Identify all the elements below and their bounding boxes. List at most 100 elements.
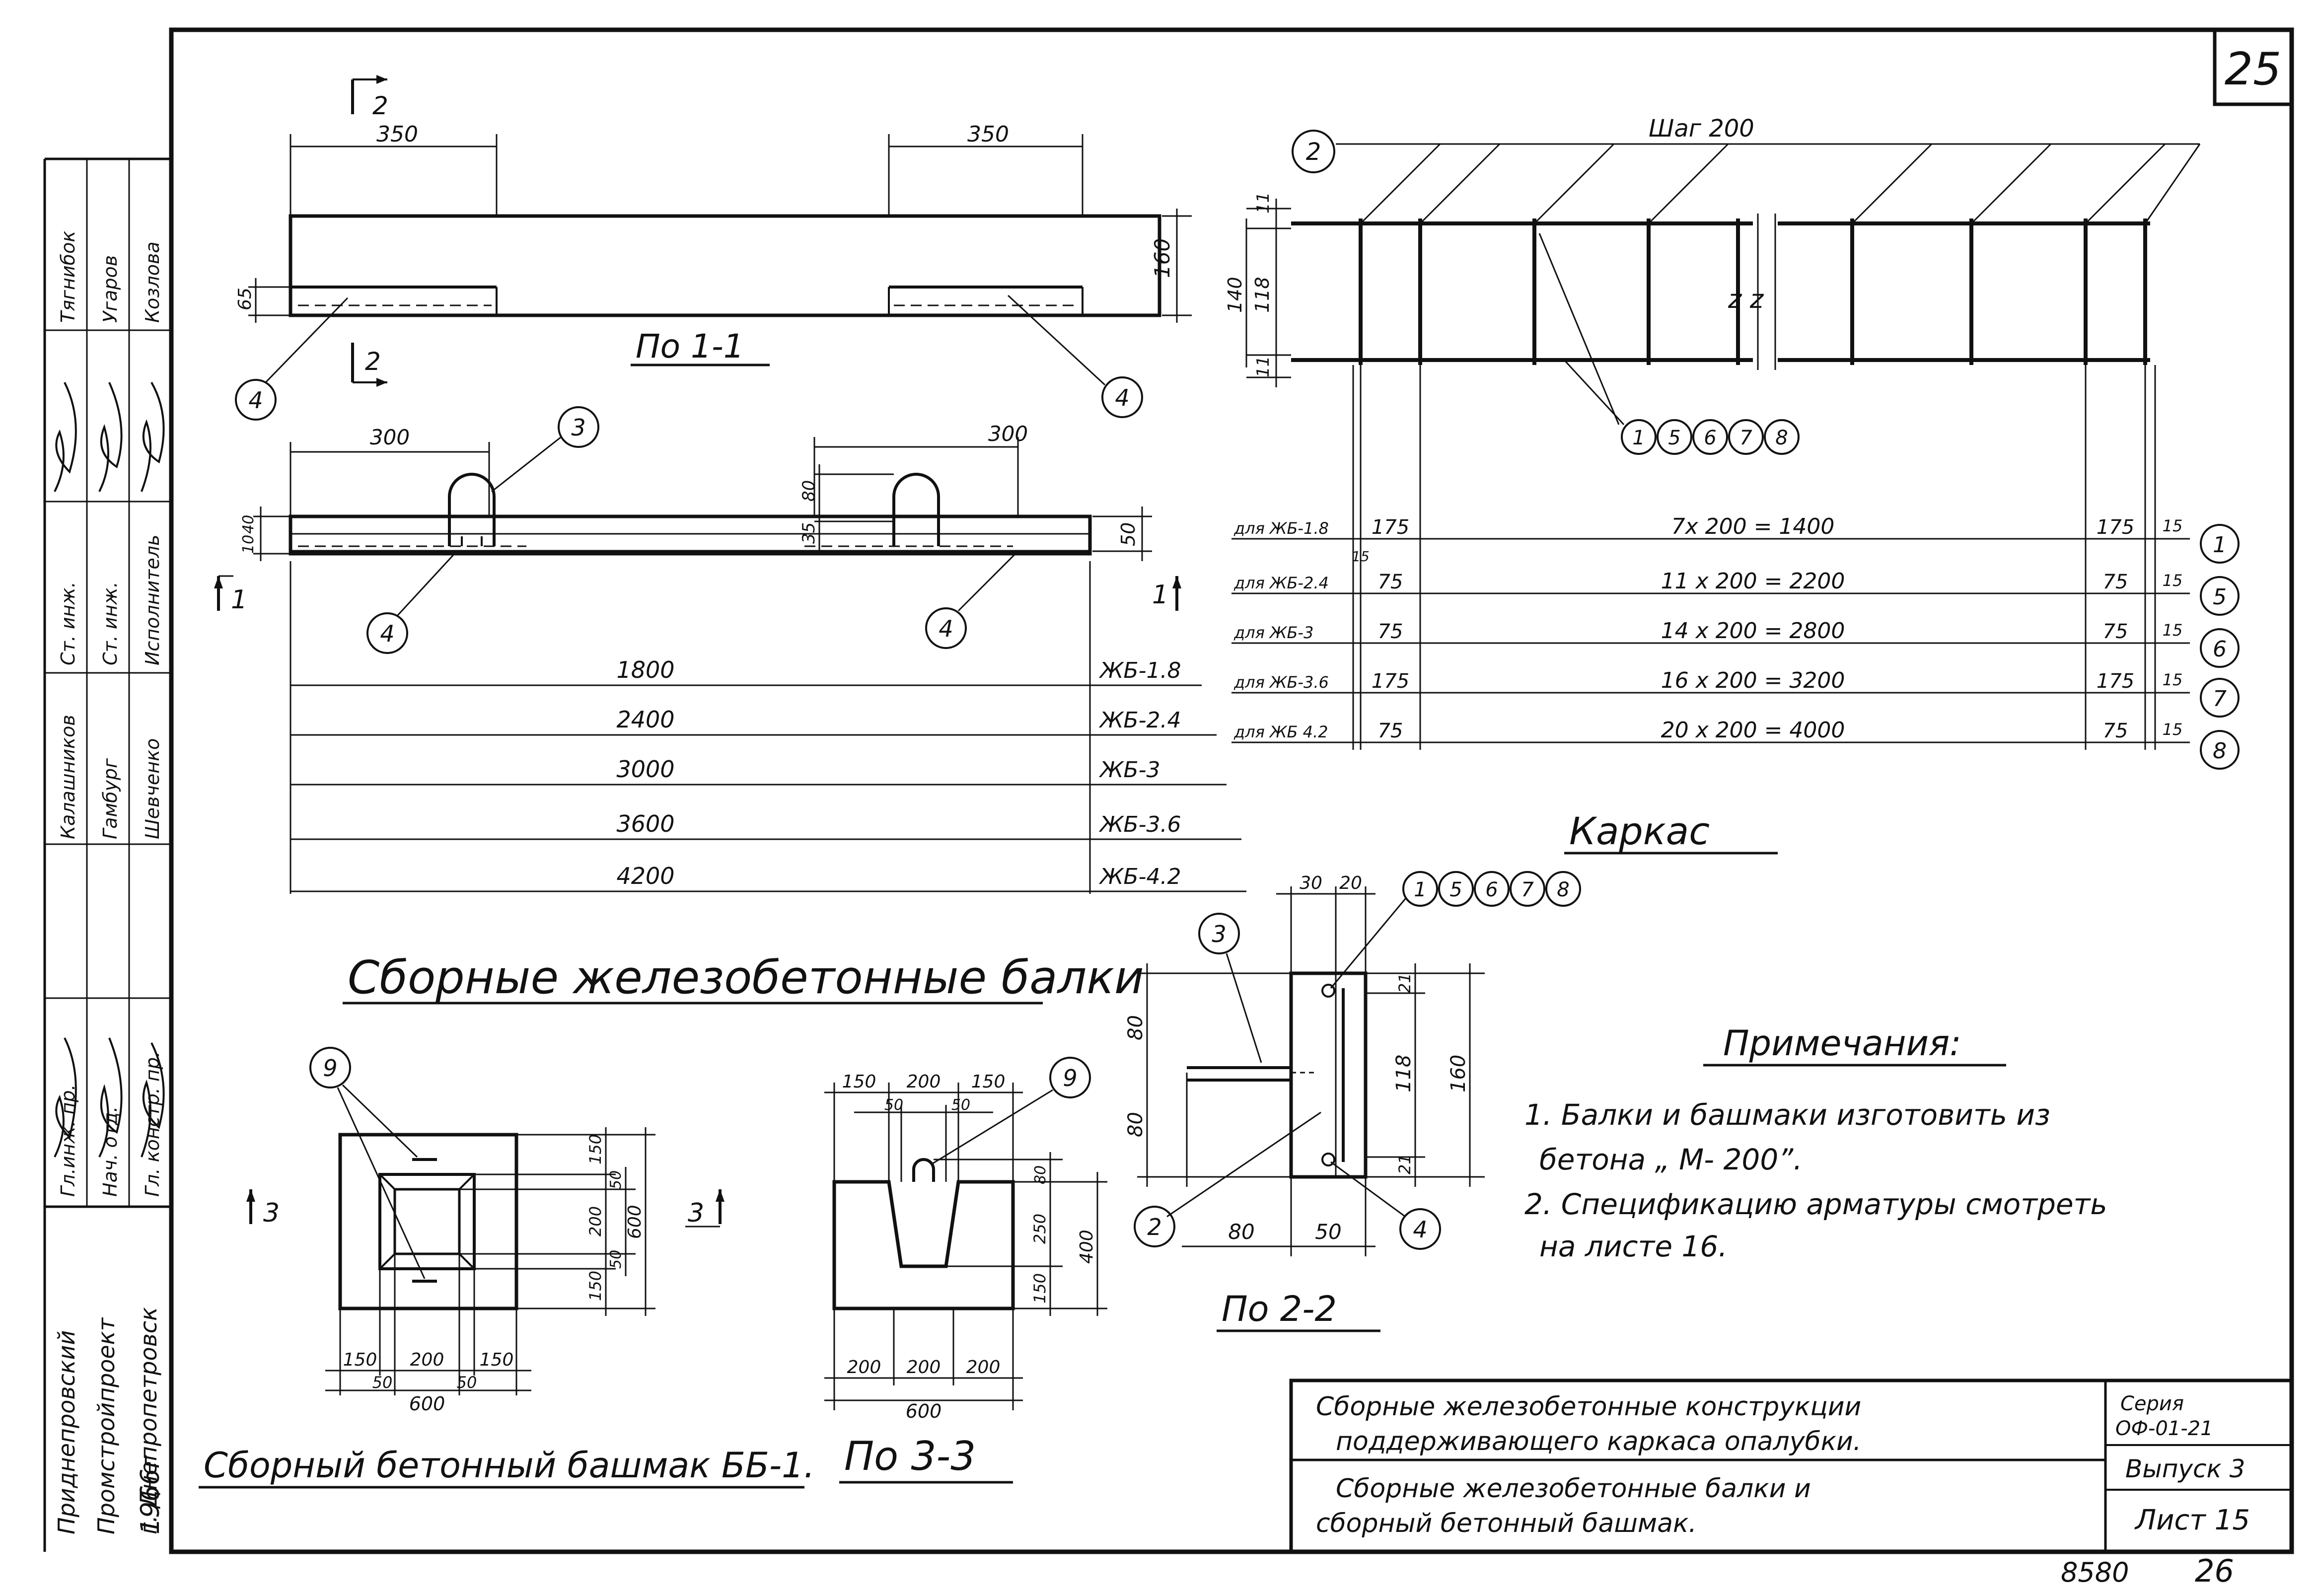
plan-dim-300-left: 300: [370, 425, 410, 449]
footer-code: 8580: [2061, 1557, 2129, 1588]
cage-row-2-label: для ЖБ-2.4: [1233, 574, 1329, 592]
shoe-sec-dim-b-200-2: 200: [907, 1357, 941, 1378]
cage-step-label: Шаг 200: [1649, 115, 1754, 143]
shoe-sec-dim-t-150-right: 150: [971, 1072, 1006, 1092]
stamp-role-2: Нач. отд.: [99, 1106, 121, 1197]
mark-jb-3: ЖБ-3: [1098, 757, 1160, 783]
shoe-section-callout-9: 9: [1063, 1065, 1077, 1091]
elev-callout-4-left: 4: [248, 387, 263, 414]
s22-bar-callout-1: 1: [1414, 878, 1426, 901]
shoe-sec-dim-t-150-left: 150: [842, 1072, 876, 1092]
cage-row-5-c: 15: [2163, 720, 2183, 739]
cage-extra-15: 15: [1352, 548, 1370, 565]
cage-row-4-n: 7: [2213, 686, 2227, 712]
shoe-sec-dim-r-150: 150: [1030, 1273, 1049, 1304]
cage-callout-2: 2: [1306, 138, 1321, 166]
cage-bar-callout-6: 6: [1704, 427, 1716, 449]
sheet-frame: [169, 27, 2294, 1554]
s22-dim-80-top: 80: [1124, 1015, 1147, 1040]
shoe-plan-dim-r-200: 200: [586, 1206, 605, 1236]
elev-dim-350-right: 350: [967, 122, 1009, 147]
cage-bar-callout-1: 1: [1632, 427, 1645, 449]
stamp-name-1: Калашников: [57, 715, 79, 839]
cage-row-4-b: 175: [2097, 670, 2134, 693]
elev-dim-350-left: 350: [376, 122, 418, 147]
shoe-plan-dim-b-600: 600: [409, 1393, 445, 1415]
plan-callout-4-right: 4: [939, 615, 953, 642]
stamp-role-8: Исполнитель: [142, 535, 163, 665]
cage-row-4-c: 15: [2163, 670, 2183, 689]
cage-title: Каркас: [1569, 809, 1710, 853]
side-stamp: 1966г Приднепровский Промстройпроект г. …: [43, 157, 171, 1552]
s22-dim-30: 30: [1300, 873, 1322, 893]
shoe-sec-dim-t-200: 200: [907, 1072, 941, 1092]
plan-dim-50: 50: [1117, 522, 1139, 546]
plan-dim-10: 10: [240, 535, 257, 554]
s22-dim-50: 50: [1315, 1220, 1341, 1244]
reinforcement-cage: 2 Шаг 200 z z: [1224, 115, 2201, 750]
shoe-section-mark-right: 3: [688, 1198, 704, 1228]
shoe-plan-dim-r-600: 600: [625, 1205, 645, 1239]
shoe-sec-dim-r-250: 250: [1030, 1214, 1049, 1244]
cage-row-2-b: 75: [2103, 571, 2128, 593]
shoe-sec-dim-t-50-right: 50: [951, 1096, 970, 1114]
tb-series-label: Серия: [2120, 1392, 2184, 1415]
cage-bar-callout-5: 5: [1668, 427, 1680, 449]
s22-bar-callout-6: 6: [1485, 878, 1498, 901]
cage-row-2-n: 5: [2213, 584, 2227, 610]
shoe-plan-dim-b-150-right: 150: [480, 1350, 514, 1370]
notes-title: Примечания:: [1723, 1023, 1961, 1064]
tb-line-3: Сборные железобетонные балки и: [1336, 1474, 1811, 1504]
len-3000: 3000: [616, 756, 674, 783]
cage-bar-callout-8: 8: [1775, 427, 1788, 449]
s22-bar-callout-8: 8: [1557, 878, 1569, 901]
footer-page: 26: [2195, 1553, 2234, 1589]
shoe-plan-dim-r-50-top: 50: [607, 1170, 625, 1189]
elev-caption: По 1-1: [636, 327, 744, 365]
stamp-role-7: Ст. инж.: [99, 581, 121, 665]
cage-dim-11-top: 11: [1253, 192, 1273, 214]
mark-jb-3-6: ЖБ-3.6: [1098, 812, 1181, 837]
shoe-sec-dim-r-80: 80: [1032, 1165, 1049, 1184]
cage-row-4-a: 175: [1372, 670, 1409, 693]
plan-dim-80: 80: [799, 480, 819, 502]
cage-row-5-label: для ЖБ 4.2: [1233, 723, 1328, 741]
s22-bar-callout-5: 5: [1449, 878, 1462, 901]
shoe-sec-dim-r-400: 400: [1077, 1230, 1097, 1264]
s22-callout-3: 3: [1212, 921, 1226, 947]
beams-title: Сборные железобетонные балки: [348, 951, 1144, 1004]
shoe-plan-dim-b-200: 200: [410, 1350, 444, 1370]
cage-row-1-label: для ЖБ-1.8: [1233, 519, 1329, 538]
note-line-1: 1. Балки и башмаки изготовить из: [1524, 1098, 2050, 1132]
len-1800: 1800: [616, 656, 674, 683]
s22-dim-80-bottom-w: 80: [1228, 1220, 1254, 1244]
elev-dim-65: 65: [235, 288, 255, 310]
stamp-org-1: Приднепровский: [53, 1330, 80, 1534]
s22-dim-118: 118: [1392, 1055, 1415, 1092]
shoe-section-mark-left: 3: [263, 1198, 280, 1228]
s22-dim-160: 160: [1447, 1055, 1470, 1092]
len-3600: 3600: [616, 810, 674, 837]
s22-caption: По 2-2: [1222, 1289, 1337, 1329]
elev-dim-160: 160: [1150, 238, 1174, 278]
stamp-org-2: Промстройпроект: [93, 1317, 120, 1534]
plan-callout-3: 3: [571, 414, 585, 441]
stamp-year: 1966г: [136, 1455, 165, 1534]
cage-row-3-n: 6: [2213, 637, 2227, 662]
shoe-sec-dim-b-200-1: 200: [847, 1357, 881, 1378]
cage-bar-callout-7: 7: [1739, 427, 1752, 449]
cage-row-3-mid: 14 х 200 = 2800: [1661, 618, 1845, 644]
shoe-plan-dim-r-150-bottom: 150: [586, 1271, 605, 1301]
cage-row-2-c: 15: [2163, 571, 2183, 590]
shoe-plan-dim-b-150-left: 150: [343, 1350, 377, 1370]
s22-dim-20: 20: [1339, 873, 1362, 893]
beam-plan: 300 300 80 35 40 10 50 3 4 4 1: [214, 406, 1181, 894]
cage-dim-11-bottom: 11: [1253, 356, 1273, 377]
plan-dim-35: 35: [799, 522, 819, 544]
shoe-sec-dim-b-600: 600: [906, 1400, 942, 1422]
tb-line-4: сборный бетонный башмак.: [1316, 1509, 1697, 1538]
shoe-sec-dim-t-50-left: 50: [884, 1096, 903, 1114]
s22-callout-4: 4: [1413, 1216, 1427, 1243]
tb-line-2: поддерживающего каркаса опалубки.: [1336, 1427, 1861, 1456]
